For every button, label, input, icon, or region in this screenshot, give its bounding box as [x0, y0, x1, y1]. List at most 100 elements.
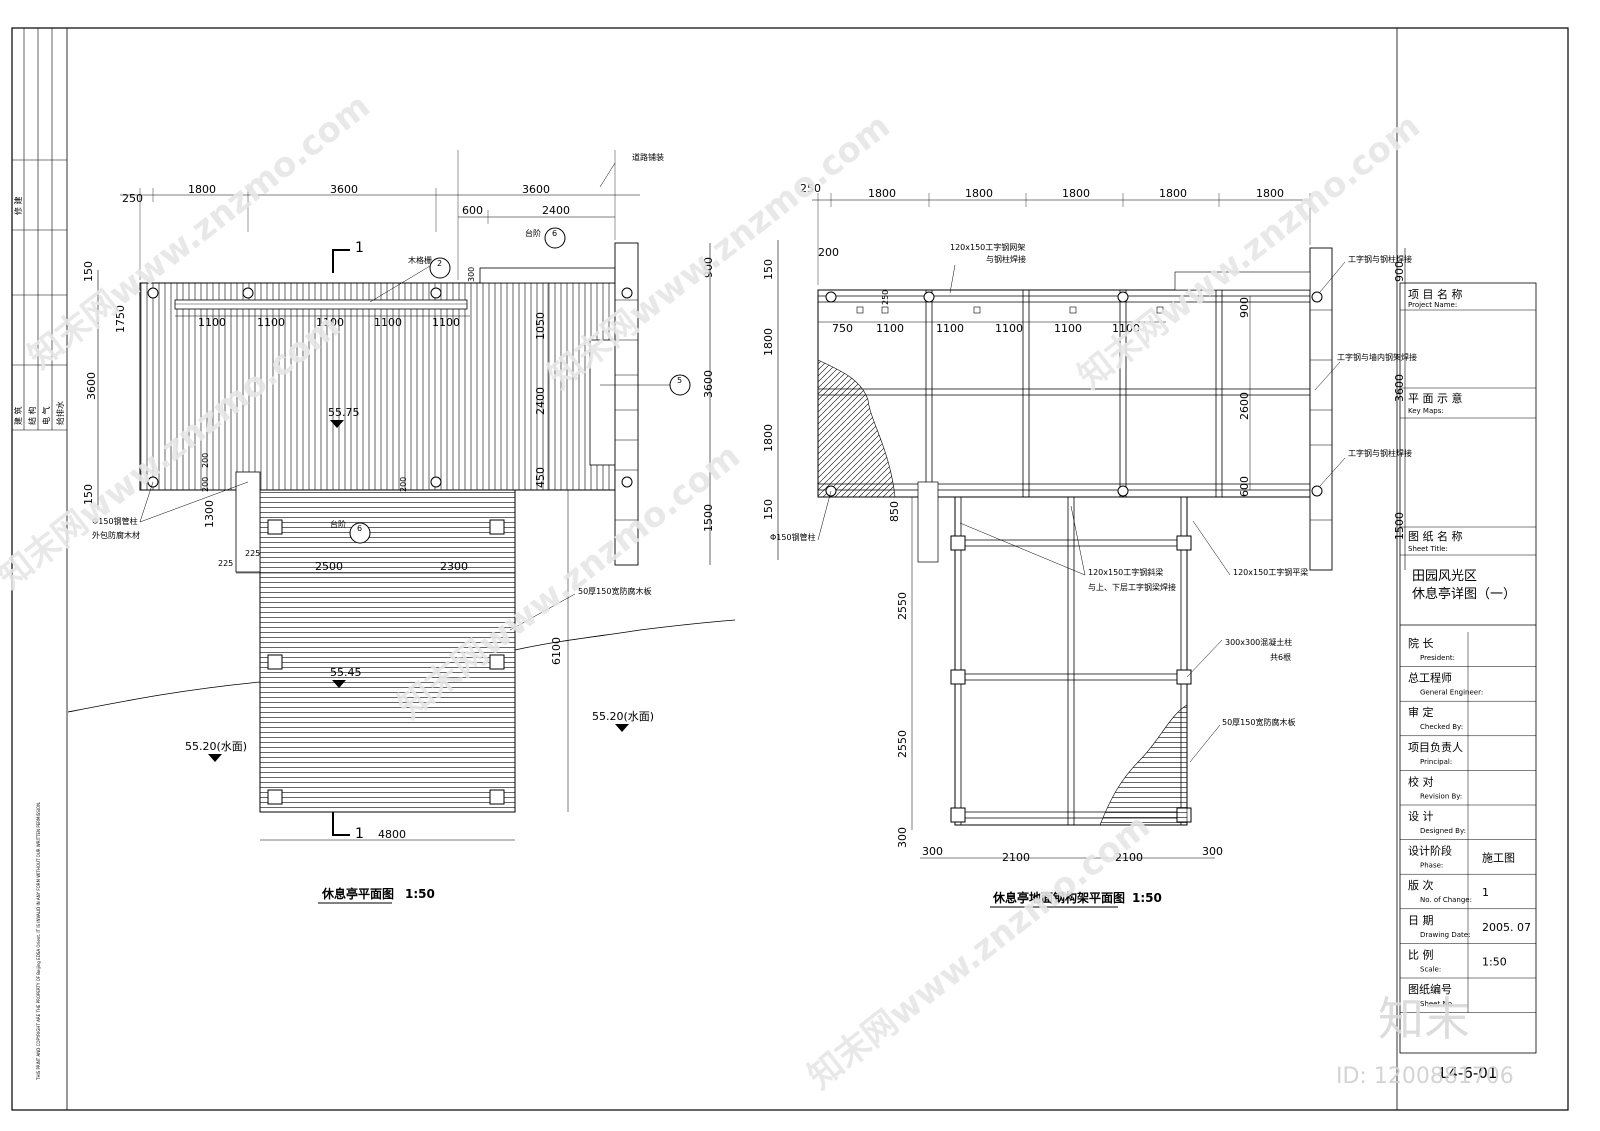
right-lower-dim-300: 300: [896, 827, 909, 848]
right-top-dim-5: 1800: [1256, 187, 1284, 200]
deck-dim-4800: 4800: [378, 828, 406, 841]
watermark-2: 知末网www.znzmo.com: [541, 106, 898, 397]
left-sub-dim-2400: 2400: [542, 204, 570, 217]
title-block-row-label: 版 次: [1408, 878, 1434, 892]
sheet-number: L4-6-01: [1440, 1064, 1497, 1082]
detail-ref-6a: 6: [552, 229, 557, 238]
right-vdim-150a: 150: [762, 259, 775, 280]
right-bottom-dim-300a: 300: [922, 845, 943, 858]
left-rdim-1500: 1500: [702, 504, 715, 532]
label-step-top: 台阶: [525, 228, 541, 238]
left-mid-dim-450: 450: [534, 467, 547, 488]
left-mid-dim-1050: 1050: [534, 312, 547, 340]
title-block-row-label-en: Principal:: [1420, 758, 1452, 766]
sheet-title-line-1: 田园风光区: [1412, 569, 1477, 584]
right-bench-dim-1: 1100: [876, 322, 904, 335]
left-plan: 1 1 250 1800 3600 3600 600 2400 300 1100…: [67, 150, 736, 904]
title-block-row-label: 校 对: [1408, 774, 1434, 788]
title-block-row-value: 1: [1482, 886, 1489, 899]
right-bottom-dim-300b: 300: [1202, 845, 1223, 858]
left-small-dim-200b: 200: [399, 477, 408, 492]
label-pipe-post-wrap: 外包防腐木材: [92, 530, 140, 540]
sheet-title-line-2: 休息亭详图（一）: [1412, 586, 1516, 602]
label-beam-frame-2: 与钢柱焊接: [986, 254, 1026, 264]
left-top-dim-1800: 1800: [188, 183, 216, 196]
title-block-row-label-en: General Engineer:: [1420, 689, 1483, 697]
label-beam-a-2: 与上、下层工字钢梁焊接: [1088, 582, 1176, 592]
left-vdim-150a: 150: [82, 261, 95, 282]
right-top-dim-3: 1800: [1062, 187, 1090, 200]
title-block-row-value: 1:50: [1482, 955, 1507, 968]
strip-label-struct: 结 构: [27, 406, 37, 425]
strip-label-arch: 建 筑: [13, 406, 23, 425]
label-deck: 50厚150宽防腐木板: [578, 586, 651, 596]
left-vdim-150b: 150: [82, 484, 95, 505]
label-step-bottom: 台阶: [330, 519, 346, 529]
left-plan-scale: 1:50: [405, 887, 435, 901]
title-block-row-label-en: President:: [1420, 654, 1455, 662]
right-mid-dim-2600: 2600: [1238, 392, 1251, 420]
left-bench-dim-4: 1100: [374, 316, 402, 329]
title-block-row-label: 项目负责人: [1408, 740, 1463, 754]
right-vdim-150b: 150: [762, 499, 775, 520]
watermarks: 知末网www.znzmo.com 知末网www.znzmo.com 知末网www…: [0, 86, 1514, 1097]
right-top-dim-1: 1800: [868, 187, 896, 200]
right-rdim-900: 900: [1393, 261, 1406, 282]
title-block-row-label-en: Sheet No.: [1420, 1000, 1454, 1008]
watermark-5: 知末网www.znzmo.com: [801, 806, 1158, 1097]
label-beam-a: 120x150工字钢斜梁: [1088, 567, 1163, 577]
right-bench-dim-4: 1100: [1054, 322, 1082, 335]
watermark-id: ID: 1200881706: [1336, 1064, 1514, 1089]
title-block-row-label-en: Scale:: [1420, 965, 1441, 973]
title-block-row-label: 审 定: [1408, 705, 1434, 719]
left-bench-dim-2: 1100: [257, 316, 285, 329]
left-top-dim-3600b: 3600: [522, 183, 550, 196]
right-top-dim-250: 250: [800, 182, 821, 195]
title-block-row-label-en: No. of Change:: [1420, 896, 1472, 904]
section-mark-bottom: 1: [355, 826, 364, 842]
left-rdim-3600: 3600: [702, 370, 715, 398]
left-vdim-200: 200: [201, 453, 210, 468]
left-top-dim-250: 250: [122, 192, 143, 205]
right-top-dim-4: 1800: [1159, 187, 1187, 200]
deck-dim-2300: 2300: [440, 560, 468, 573]
right-plan-title: 休息亭地面钢构架平面图: [992, 890, 1125, 905]
right-bench-dim-750: 750: [832, 322, 853, 335]
left-bench-dim-5: 1100: [432, 316, 460, 329]
detail-ref-5: 5: [677, 376, 682, 385]
title-block-row-label: 设 计: [1408, 810, 1434, 823]
title-block-row-label: 图纸编号: [1408, 982, 1452, 996]
title-block-row-label-en: Designed By:: [1420, 827, 1466, 835]
title-block-row-label: 日 期: [1408, 914, 1434, 927]
detail-ref-6b: 6: [357, 524, 362, 533]
project-name-en: Project Name:: [1408, 301, 1457, 309]
label-beam-b: 120x150工字钢平梁: [1233, 567, 1308, 577]
elev-lower: 55.45: [330, 666, 362, 679]
left-small-dim-300: 300: [467, 267, 476, 282]
right-plan: 250 1800 1800 1800 1800 1800 750 1100 11…: [762, 182, 1417, 908]
right-small-dim-250: 250: [881, 290, 890, 305]
right-vdim-850: 850: [888, 501, 901, 522]
title-block-row-value: 2005. 07: [1482, 921, 1531, 934]
left-dim-225b: 225: [245, 549, 260, 558]
left-vdim-1300: 1300: [203, 500, 216, 528]
label-column-2: 共6根: [1270, 652, 1291, 662]
key-map-label: 平 面 示 意: [1408, 391, 1463, 405]
sheet-title-label: 图 纸 名 称: [1408, 529, 1463, 543]
left-rdim-900: 900: [702, 257, 715, 278]
left-dim-225a: 225: [218, 559, 233, 568]
left-sub-dim-600: 600: [462, 204, 483, 217]
right-vdim-1800b: 1800: [762, 424, 775, 452]
label-right-pipe-post: Φ150钢管柱: [770, 532, 816, 542]
title-block: 项 目 名 称 Project Name: 平 面 示 意 Key Maps: …: [1396, 28, 1537, 1110]
right-bench-dim-5: 1100: [1112, 322, 1140, 335]
sheet-title-en: Sheet Title:: [1408, 545, 1448, 553]
title-block-row-label-en: Drawing Date:: [1420, 931, 1470, 939]
section-mark-top: 1: [355, 240, 364, 256]
label-right-deck: 50厚150宽防腐木板: [1222, 717, 1295, 727]
project-name-label: 项 目 名 称: [1408, 287, 1463, 301]
right-bottom-dim-2100a: 2100: [1002, 851, 1030, 864]
label-beam-frame: 120x150工字钢网架: [950, 242, 1025, 252]
label-bench: 木格栅: [408, 255, 432, 265]
